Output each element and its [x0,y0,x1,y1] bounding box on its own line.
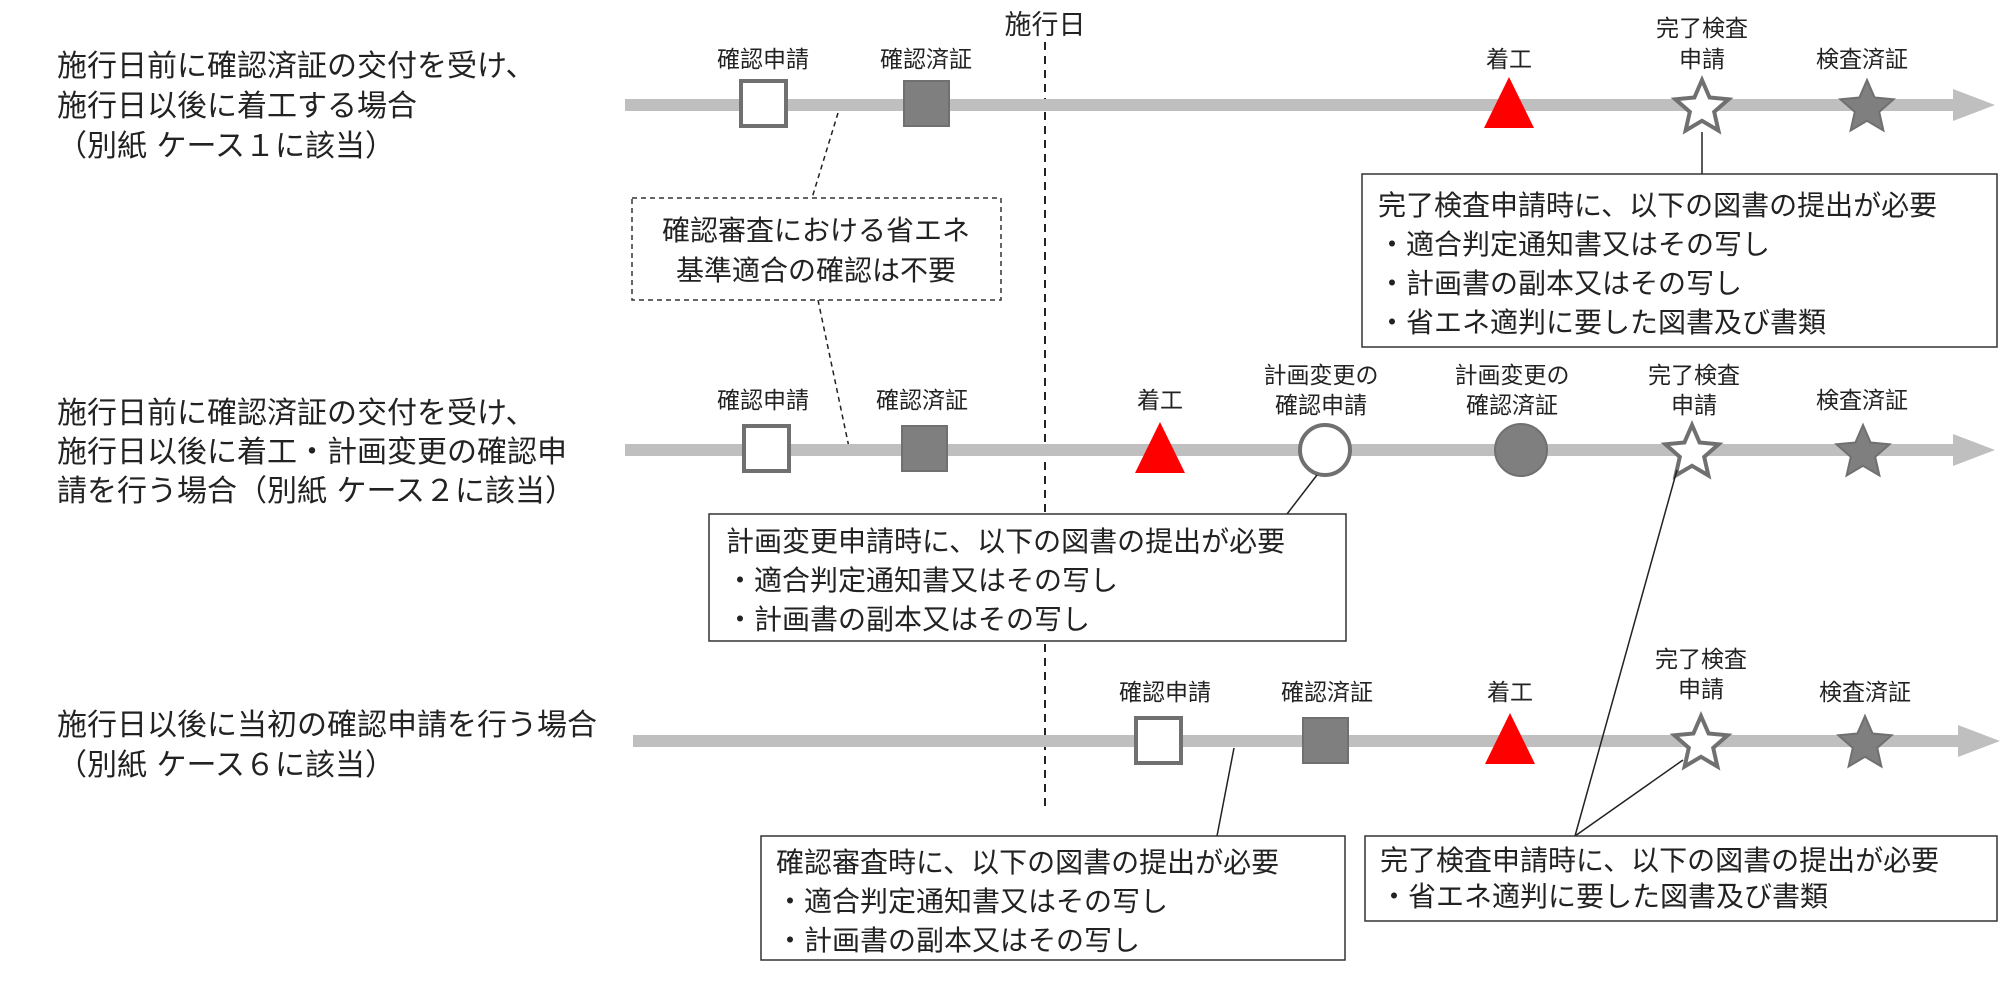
case-1: 施行日前に確認済証の交付を受け、 施行日以後に着工する場合 （別紙 ケース１に該… [57,16,1995,164]
case-1-label-certificate: 確認済証 [880,47,972,73]
case-3-timeline-arrowhead [1958,725,2000,757]
case-1-label-inspection: 検査済証 [1816,47,1908,73]
case-3-completion-note-box [1364,835,1998,922]
case-2-timeline-arrowhead [1953,434,1995,466]
case-1-label-application: 確認申請 [717,47,809,73]
case-2-completion-star-icon [1660,419,1724,480]
case-3-label-application: 確認申請 [1119,680,1211,706]
case-3-application-square-icon [1134,716,1183,765]
case-1-certificate-square-icon [903,80,950,127]
case-1-desc-line-2: 施行日以後に着工する場合 [57,89,417,124]
case-2-label-change-certificate-line-1: 計画変更の [1455,363,1570,389]
case-1-completion-note-line-4: ・省エネ適判に要した図書及び書類 [1378,306,1826,339]
effective-date-label: 施行日 [1005,10,1086,41]
case-2-label-change-certificate-line-2: 確認済証 [1466,393,1558,419]
case-1-inspection-star-icon [1837,77,1897,133]
case-3-inspection-star-icon [1835,713,1895,769]
case-3-review-leader [1216,747,1235,837]
case-2-label-change-application-line-1: 計画変更の [1264,363,1379,389]
case-2-start-triangle-icon [1135,422,1185,473]
case-3-completion-note: 完了検査申請時に、以下の図書の提出が必要 ・省エネ適判に要した図書及び書類 [1364,469,1998,922]
case-2-change-note-line-2: ・適合判定通知書又はその写し [726,564,1118,597]
case-3-review-note-line-2: ・適合判定通知書又はその写し [776,885,1168,918]
case-1-label-completion-line-2: 申請 [1679,47,1725,73]
case-2-change-note-box [708,513,1347,642]
case-3-review-note-line-1: 確認審査時に、以下の図書の提出が必要 [776,846,1279,879]
case-2-label-certificate: 確認済証 [876,388,968,414]
case-1-timeline-arrowhead [1953,89,1995,121]
case-3-label-start: 着工 [1487,680,1533,706]
dashed-note-leader-down [817,299,851,453]
case-1-label-start: 着工 [1486,47,1532,73]
case-2-change-note: 計画変更申請時に、以下の図書の提出が必要 ・適合判定通知書又はその写し ・計画書… [708,474,1347,642]
case-2-label-inspection: 検査済証 [1816,388,1908,414]
case-2-label-change-application-line-2: 確認申請 [1275,393,1367,419]
case-3-label-inspection: 検査済証 [1819,680,1911,706]
case-1-completion-star-icon [1670,74,1734,135]
case-3-start-triangle-icon [1485,713,1535,764]
case-2-label-completion-line-2: 申請 [1671,393,1717,419]
case-1-label-completion-line-1: 完了検査 [1656,16,1748,42]
case-2-label-completion-line-1: 完了検査 [1648,363,1740,389]
dashed-note: 確認審査における省エネ 基準適合の確認は不要 [631,112,1002,453]
case-2-application-square-icon [742,424,791,473]
case-1-completion-note: 完了検査申請時に、以下の図書の提出が必要 ・適合判定通知書又はその写し ・計画書… [1361,132,1998,348]
case-3-completion-note-line-2: ・省エネ適判に要した図書及び書類 [1380,880,1828,913]
case-2-completion-leader [1574,469,1678,837]
case-3-completion-leader [1574,759,1684,837]
case-2: 施行日前に確認済証の交付を受け、 施行日以後に着工・計画変更の確認申 請を行う場… [57,363,1995,509]
case-1-completion-note-box [1361,173,1998,348]
case-1-desc-line-1: 施行日前に確認済証の交付を受け、 [57,49,536,84]
case-3-review-note-box [760,835,1346,961]
case-3-review-note: 確認審査時に、以下の図書の提出が必要 ・適合判定通知書又はその写し ・計画書の副… [760,747,1346,961]
case-3-label-completion-line-2: 申請 [1678,677,1724,703]
case-2-change-leader [1286,474,1318,515]
case-2-inspection-star-icon [1833,422,1893,478]
dashed-note-leader-up [811,112,839,199]
dashed-note-box [631,197,1002,301]
case-2-change-certificate-circle-icon [1494,423,1548,477]
case-3-label-completion-line-1: 完了検査 [1655,647,1747,673]
case-1-completion-note-line-1: 完了検査申請時に、以下の図書の提出が必要 [1378,189,1937,222]
case-1-start-triangle-icon [1484,77,1534,128]
case-2-change-note-line-3: ・計画書の副本又はその写し [726,603,1090,636]
case-2-desc-line-2: 施行日以後に着工・計画変更の確認申 [57,435,567,470]
case-3-label-certificate: 確認済証 [1281,680,1373,706]
case-3-review-note-line-3: ・計画書の副本又はその写し [776,924,1140,957]
case-2-label-application: 確認申請 [717,388,809,414]
case-1-desc-line-3: （別紙 ケース１に該当） [57,129,395,164]
case-3-desc-line-1: 施行日以後に当初の確認申請を行う場合 [57,708,597,743]
case-3: 施行日以後に当初の確認申請を行う場合 （別紙 ケース６に該当） 確認申請 確認済… [57,647,2000,783]
case-2-label-start: 着工 [1137,388,1183,414]
case-2-change-application-circle-icon [1298,423,1352,477]
case-1-application-square-icon [739,79,788,128]
dashed-note-line-1: 確認審査における省エネ [662,214,970,247]
case-2-desc-line-1: 施行日前に確認済証の交付を受け、 [57,396,536,431]
case-1-completion-note-line-2: ・適合判定通知書又はその写し [1378,228,1770,261]
dashed-note-line-2: 基準適合の確認は不要 [676,254,956,287]
case-2-desc-line-3: 請を行う場合（別紙 ケース２に該当） [57,474,575,509]
case-1-completion-note-line-3: ・計画書の副本又はその写し [1378,267,1742,300]
case-3-desc-line-2: （別紙 ケース６に該当） [57,748,395,783]
case-2-change-note-line-1: 計画変更申請時に、以下の図書の提出が必要 [726,525,1285,558]
case-3-completion-note-line-1: 完了検査申請時に、以下の図書の提出が必要 [1380,844,1939,877]
case-2-certificate-square-icon [901,425,948,472]
case-3-certificate-square-icon [1302,717,1349,764]
case-3-completion-star-icon [1669,710,1733,771]
